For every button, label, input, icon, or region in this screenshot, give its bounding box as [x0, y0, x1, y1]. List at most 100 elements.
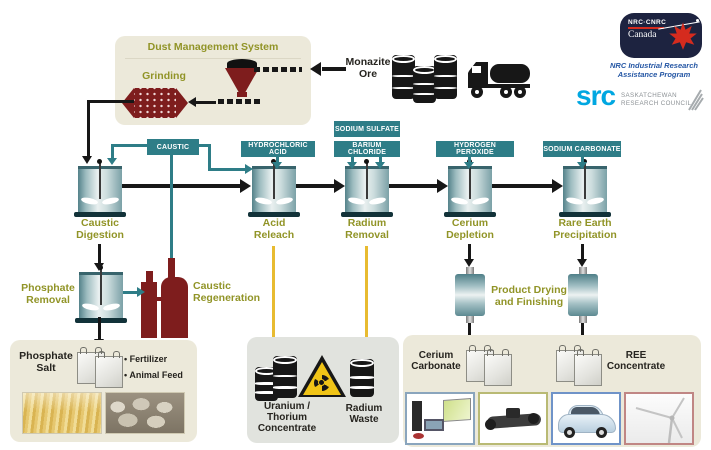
arrow-radium-to-cerium	[389, 184, 437, 188]
regen-chimney	[168, 258, 175, 278]
arrowhead	[107, 158, 117, 165]
arrowhead	[137, 287, 145, 297]
grinding-label: Grinding	[142, 70, 186, 82]
barrel-icon	[350, 359, 374, 397]
reactor-phosphate-removal	[75, 265, 127, 323]
stage-label-rare-earth-precipitation: Rare Earth Precipitation	[553, 217, 617, 241]
arrowhead	[577, 162, 587, 169]
regen-tower-right	[161, 277, 188, 338]
ev-drivetrain-photo	[478, 392, 548, 445]
chem-hydrogen-peroxide: HYDROGEN PEROXIDE	[436, 141, 514, 157]
arrowhead	[82, 156, 92, 164]
arrow-releach-to-uranium-waste	[272, 246, 275, 343]
arrow-digestion-to-releach	[122, 184, 240, 188]
reactor-caustic-digestion	[74, 159, 126, 217]
chem-sodium-sulfate: SODIUM SULFATE	[334, 121, 400, 137]
arrowhead	[437, 179, 448, 193]
arrowhead	[94, 263, 104, 271]
barrel-icon	[273, 356, 297, 398]
label-caustic-regeneration: Caustic Regeneration	[193, 280, 261, 304]
arrow-ore-to-dust-system	[322, 67, 346, 71]
hopper-neck	[237, 92, 247, 97]
electric-car-photo	[551, 392, 621, 445]
arrow-peroxide-feed	[468, 157, 471, 163]
bulk-bag-icon	[484, 349, 512, 386]
chem-barium-chloride: BARIUM CHLORIDE	[334, 141, 400, 157]
nrc-red-underline	[628, 27, 664, 29]
bulk-bag-icon	[574, 349, 602, 386]
radiation-warning-icon	[298, 355, 346, 397]
arrow-phosphate-to-regen	[123, 291, 137, 294]
regen-tower-left	[141, 282, 157, 338]
arrow-ree-to-dryer	[581, 244, 584, 261]
stage-label-radium-removal: Radium Removal	[345, 217, 389, 241]
phosphate-salt-title: Phosphate Salt	[19, 350, 73, 374]
conveyor-bottom-icon	[218, 99, 260, 104]
arrowhead	[188, 97, 196, 107]
star-dot	[696, 19, 699, 22]
reactor-acid-releach	[248, 159, 300, 217]
arrow-barium-feed-left	[351, 157, 354, 163]
arrow-barium-feed-right	[379, 157, 382, 163]
nrc-program-line1: NRC Industrial Research	[610, 61, 698, 70]
phosphate-uses-list: Fertilizer Animal Feed	[124, 352, 183, 384]
chem-caustic: CAUSTIC	[147, 139, 199, 155]
src-org-line2: RESEARCH COUNCIL	[621, 100, 692, 108]
arrowhead	[552, 179, 563, 193]
cerium-carbonate-label: Cerium Carbonate	[411, 350, 461, 373]
stage-label-caustic-digestion: Caustic Digestion	[76, 217, 124, 241]
ball-mill-icon	[134, 88, 176, 118]
chem-hydrochloric-acid: HYDROCHLORIC ACID	[241, 141, 315, 157]
arrowhead	[310, 62, 321, 76]
stage-label-acid-releach: Acid Releach	[253, 217, 295, 241]
arrow-phosphate-down	[98, 317, 101, 341]
dust-management-title: Dust Management System	[147, 41, 279, 53]
chem-sodium-carbonate: SODIUM CARBONATE	[543, 141, 621, 157]
arrowhead	[347, 162, 357, 169]
conveyor-top-icon	[254, 67, 302, 72]
arrow-dryer-to-cerium-carbonate	[468, 323, 471, 343]
uranium-thorium-label: Uranium / Thorium Concentrate	[257, 401, 317, 435]
arrow-caustic-branch-left	[111, 144, 147, 147]
wheat-field-photo	[22, 392, 102, 434]
barrel-icon	[413, 66, 436, 103]
arrowhead	[375, 162, 385, 169]
bulk-bag-icon	[95, 351, 123, 388]
barrel-icon	[255, 367, 278, 401]
arrowhead	[245, 164, 253, 174]
label-phosphate-removal: Phosphate Removal	[21, 282, 75, 306]
reactor-radium-removal	[341, 159, 393, 217]
dryer-ree-icon	[568, 267, 598, 323]
arrowhead	[272, 162, 282, 169]
divider	[125, 58, 301, 59]
arrow-cerium-to-ree	[492, 184, 552, 188]
ore-pile-icon	[227, 59, 257, 68]
wind-turbine-photo	[624, 392, 694, 445]
arrowhead	[577, 259, 587, 267]
arrow-caustic-branch-right	[199, 144, 211, 147]
nrc-logo: NRC·CNRC Canada	[620, 13, 702, 58]
arrowhead	[334, 179, 345, 193]
arrow-dryer-to-ree-concentrate	[581, 323, 584, 343]
nrc-wordmark: NRC·CNRC	[628, 19, 667, 26]
src-org-line1: SASKATCHEWAN	[621, 92, 678, 99]
dryer-cerium-icon	[455, 267, 485, 323]
electronics-photo	[405, 392, 475, 445]
arrow-hcl-feed	[276, 157, 279, 163]
stage-label-cerium-depletion: Cerium Depletion	[446, 217, 494, 241]
regen-tower-top	[146, 271, 153, 284]
nrc-program-line2: Assistance Program	[617, 70, 691, 80]
arrow-caustic-right-down	[208, 144, 211, 171]
arrowhead	[240, 179, 251, 193]
canada-wordmark: Canada	[628, 30, 657, 40]
arrow-releach-to-radium	[296, 184, 334, 188]
use-animal-feed: Animal Feed	[124, 368, 183, 384]
use-fertilizer: Fertilizer	[124, 352, 183, 368]
truck-icon	[468, 62, 530, 98]
radium-waste-label: Radium Waste	[345, 403, 383, 426]
monazite-ore-label: Monazite Ore	[345, 56, 391, 80]
arrow-mill-out	[87, 100, 134, 103]
livestock-photo	[105, 392, 185, 434]
arrow-carbonate-feed	[581, 157, 584, 163]
